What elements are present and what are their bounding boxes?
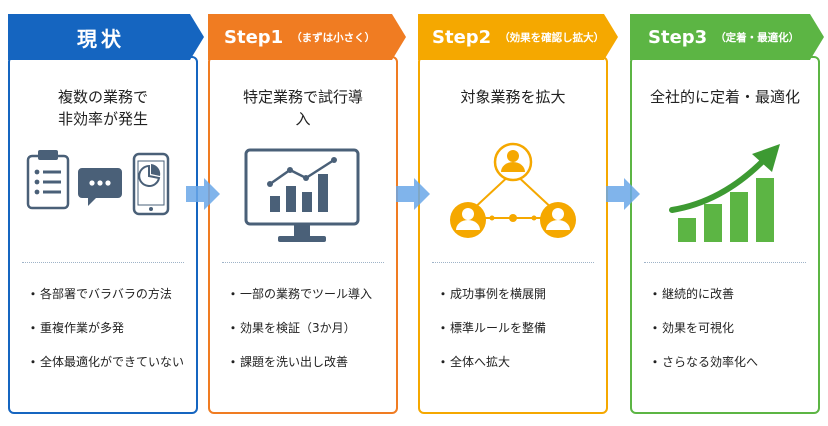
card-title-line: 全社的に定着・最適化 — [649, 88, 800, 106]
list-item: ・全体へ拡大 — [436, 355, 511, 369]
list-item: ・効果を検証（3か月） — [226, 321, 356, 335]
step1-card: 特定業務で試行導 入 ・一部の業務でツール導入 ・効果を検証（3か月） ・課題を… — [208, 56, 398, 414]
card-title-line: 入 — [295, 110, 311, 128]
tab-current-state: 現状 — [8, 14, 204, 60]
list-item: ・課題を洗い出し改善 — [226, 355, 349, 369]
icon-area — [632, 134, 818, 254]
card-title: 全社的に定着・最適化 — [632, 86, 818, 108]
card-title-line: 複数の業務で — [57, 88, 148, 106]
list-item: ・全体最適化ができていない — [26, 355, 185, 369]
clipboard-icon — [26, 150, 70, 210]
divider — [222, 262, 384, 263]
step2-card: 対象業務を拡大 ・成功事例を横展開 — [418, 56, 608, 414]
card-title: 特定業務で試行導 入 — [210, 86, 396, 130]
divider — [432, 262, 594, 263]
current-state-card: 複数の業務で 非効率が発生 — [8, 56, 198, 414]
list-item: ・成功事例を横展開 — [436, 287, 547, 301]
list-item: ・さらなる効率化へ — [648, 355, 759, 369]
right-arrow-icon — [606, 178, 640, 210]
tab-subtitle: （まずは小さく） — [291, 31, 376, 44]
tab-title: 現状 — [77, 26, 125, 51]
card-title-line: 非効率が発生 — [57, 110, 148, 128]
right-arrow-icon — [396, 178, 430, 210]
card-title: 対象業務を拡大 — [420, 86, 606, 108]
card-title: 複数の業務で 非効率が発生 — [10, 86, 196, 130]
growth-chart-icon — [669, 144, 780, 242]
bullet-list: ・継続的に改善 ・効果を可視化 ・さらなる効率化へ — [648, 284, 812, 386]
bullet-list: ・成功事例を横展開 ・標準ルールを整備 ・全体へ拡大 — [436, 284, 600, 386]
tab-step2: Step2 （効果を確認し拡大） — [418, 14, 618, 60]
card-title-line: 特定業務で試行導 — [242, 88, 363, 106]
list-item: ・一部の業務でツール導入 — [226, 287, 373, 301]
tab-title: Step2 — [432, 26, 492, 48]
right-arrow-icon — [186, 178, 220, 210]
bullet-list: ・一部の業務でツール導入 ・効果を検証（3か月） ・課題を洗い出し改善 — [226, 284, 390, 386]
tab-subtitle: （効果を確認し拡大） — [499, 31, 605, 44]
icon-area — [10, 134, 196, 254]
people-network-icon — [450, 142, 576, 238]
list-item: ・効果を可視化 — [648, 321, 735, 335]
tab-title: Step1 — [224, 26, 284, 48]
divider — [644, 262, 806, 263]
divider — [22, 262, 184, 263]
icon-area — [420, 134, 606, 254]
card-title-line: 対象業務を拡大 — [460, 88, 566, 106]
list-item: ・各部署でバラバラの方法 — [26, 287, 172, 301]
tab-title: Step3 — [648, 26, 708, 48]
smartphone-chart-icon — [132, 152, 170, 216]
list-item: ・重複作業が多発 — [26, 321, 125, 335]
tab-step3: Step3 （定着・最適化） — [630, 14, 824, 60]
bullet-list: ・各部署でバラバラの方法 ・重複作業が多発 ・全体最適化ができていない — [26, 284, 190, 386]
monitor-chart-icon — [244, 148, 360, 242]
tab-step1: Step1 （まずは小さく） — [208, 14, 406, 60]
list-item: ・継続的に改善 — [648, 287, 735, 301]
step3-card: 全社的に定着・最適化 ・継続的に改善 ・効果を可視化 ・さらなる効率化へ — [630, 56, 820, 414]
chat-bubble-icon — [78, 168, 122, 206]
icon-area — [210, 134, 396, 254]
tab-subtitle: （定着・最適化） — [715, 31, 800, 44]
list-item: ・標準ルールを整備 — [436, 321, 547, 335]
